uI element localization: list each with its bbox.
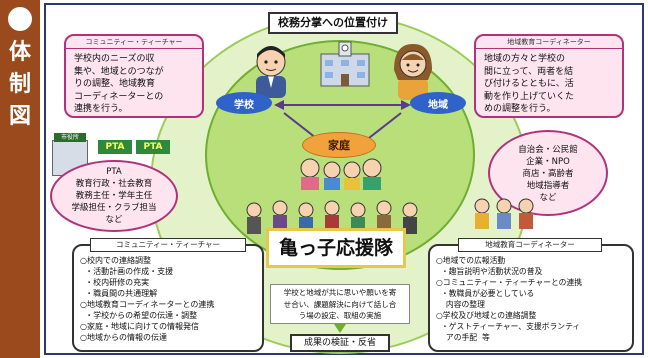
school-side-members-text: PTA 教育行政・社会教育 教務主任・学年主任 学級担任・クラブ担当 など xyxy=(50,166,178,226)
coordinator-role-box: 地域教育コーディネーター 地域の方々と学校の 間に立って、両者を結 び付けるとと… xyxy=(474,34,624,118)
school-building-icon xyxy=(320,41,370,87)
home-label: 家庭 xyxy=(328,139,350,152)
coordinator-duties-list: ○地域での広報活動 ・趣旨説明や活動状況の普及 ○コミュニティー・ティーチャーとの… xyxy=(428,253,634,345)
list-item: ・学校からの希望の伝達・調整 xyxy=(80,311,198,320)
list-item: ○コミュニティー・ティーチャーとの連携 xyxy=(436,278,583,287)
community-people-icon xyxy=(474,198,534,229)
community-teacher-role-text: 学校内のニーズの収 集や、地域とのつなが りの調整、地域教育 コーディネーターと… xyxy=(66,49,202,116)
coordinator-duties-box xyxy=(428,244,634,352)
list-item: ・教職員が必要としている xyxy=(436,289,535,298)
side-title-char-1: 体 xyxy=(8,40,31,65)
text-line: う場の設定、取組の実施 xyxy=(298,311,382,320)
list-item: ○地域での広報活動 xyxy=(436,256,506,265)
text-line: 動を作り上げていくた xyxy=(484,91,575,102)
support-team-banner: 亀っ子応援隊 xyxy=(266,228,406,268)
community-woman-icon xyxy=(394,44,432,100)
coordinator-duties-heading: 地域教育コーディネーター xyxy=(458,238,602,252)
family-icon xyxy=(300,158,382,190)
text-line: 教育行政・社会教育 xyxy=(75,179,153,189)
text-line: など xyxy=(105,215,123,225)
list-item: ○学校及び地域との連絡調整 xyxy=(436,311,537,320)
teacher-man-icon xyxy=(256,46,286,98)
text-line: コーディネーターとの xyxy=(74,91,164,102)
school-label: 学校 xyxy=(234,100,254,111)
list-item: ・ゲストティーチャー、支援ボランティ xyxy=(436,322,581,331)
page-title: 校務分掌への位置付け xyxy=(268,12,398,34)
pta-sign-a: PTA xyxy=(98,140,132,154)
text-line: 地域指導者 xyxy=(526,181,570,191)
review-box: 成果の検証・反省 xyxy=(290,334,390,352)
community-side-members-text: 自治会・公民館 企業・NPO 商店・高齢者 地域指導者 など xyxy=(488,144,608,204)
list-item: ○家庭・地域に向けての情報発信 xyxy=(80,322,199,331)
center-note: 学校と地域が共に思いや願いを寄 せ合い、課題解決に向けて話し合 う場の設定、取組… xyxy=(270,284,410,324)
text-line: りの調整、地域教育 xyxy=(74,79,156,89)
list-item: ・職員間の共通理解 xyxy=(80,289,158,298)
text-line: 地域の方々と学校の xyxy=(484,54,566,64)
text-line: 自治会・公民館 xyxy=(518,145,578,155)
list-item: ○校内での連絡調整 xyxy=(80,256,151,265)
school-label-bg xyxy=(216,92,272,114)
text-line: 教務主任・学年主任 xyxy=(75,191,153,201)
community-teacher-role-heading: コミュニティー・ティーチャー xyxy=(66,36,202,49)
coordinator-role-text: 地域の方々と学校の 間に立って、両者を結 び付けるとともに、活 動を作り上げてい… xyxy=(476,49,622,116)
down-arrow-icon xyxy=(334,324,346,333)
text-line: PTA xyxy=(106,167,122,177)
side-title-band xyxy=(0,0,40,358)
side-title-char-2: 制 xyxy=(8,72,31,97)
list-item: ○地域からの情報の伝達 xyxy=(80,333,167,342)
text-line: 商店・高齢者 xyxy=(522,169,574,179)
text-line: めの調整を行う。 xyxy=(484,104,556,114)
text-line: 間に立って、両者を結 xyxy=(484,66,574,77)
side-title-char-3: 図 xyxy=(8,104,31,129)
community-teacher-duties-heading: コミュニティー・ティーチャー xyxy=(90,238,246,252)
list-item: 内容の整理 xyxy=(436,300,485,309)
coordinator-role-heading: 地域教育コーディネーター xyxy=(476,36,622,49)
text-line: び付けるとともに、活 xyxy=(484,79,574,89)
home-label-bg xyxy=(302,132,376,158)
community-teacher-duties-list: ○校内での連絡調整 ・活動計画の作成・支援 ・校内研修の充実 ・職員間の共通理解… xyxy=(72,253,264,345)
text-line: など xyxy=(539,193,557,203)
pta-sign-b: PTA xyxy=(136,140,170,154)
text-line: 連携を行う。 xyxy=(74,104,128,114)
community-label: 地域 xyxy=(428,100,448,111)
text-line: せ合い、課題解決に向けて話し合 xyxy=(283,299,397,309)
text-line: 学級担任・クラブ担当 xyxy=(71,203,157,213)
community-teacher-role-box: コミュニティー・ティーチャー 学校内のニーズの収 集や、地域とのつなが りの調整… xyxy=(64,34,204,118)
list-item: アの手配 等 xyxy=(436,333,490,342)
bullet-circle-icon xyxy=(8,7,32,31)
school-side-members xyxy=(50,160,178,232)
list-item: ○地域教育コーディネーターとの連携 xyxy=(80,300,215,309)
text-line: 学校と地域が共に思いや願いを寄 xyxy=(283,288,397,297)
list-item: ・活動計画の作成・支援 xyxy=(80,267,174,276)
list-item: ・校内研修の充実 xyxy=(80,278,150,287)
text-line: 集や、地域とのつなが xyxy=(74,66,164,77)
text-line: 企業・NPO xyxy=(526,157,570,167)
text-line: 学校内のニーズの収 xyxy=(74,54,155,64)
community-label-bg xyxy=(410,92,466,114)
list-item: ・趣旨説明や活動状況の普及 xyxy=(436,267,543,276)
city-hall-sign: 市役所 xyxy=(54,133,86,142)
